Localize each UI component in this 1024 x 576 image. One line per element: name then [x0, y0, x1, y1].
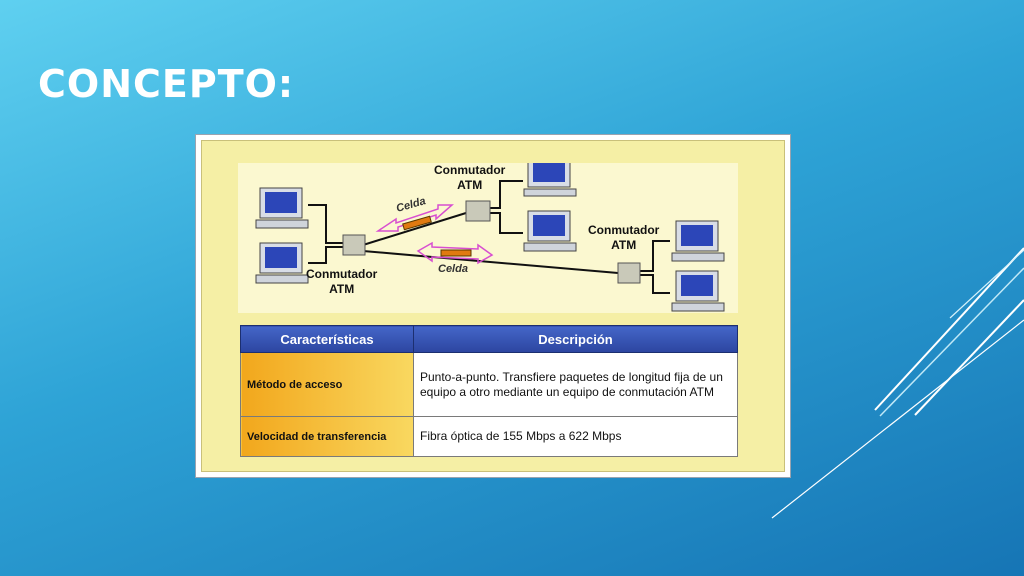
- cell-arrows: [375, 204, 494, 265]
- row-key: Velocidad de transferencia: [240, 416, 414, 457]
- computer-icon-5: [671, 220, 725, 262]
- computer-icons: [255, 163, 725, 312]
- table-header-row: Características Descripción: [240, 325, 738, 353]
- switch-right-label-line1: Conmutador: [588, 223, 660, 237]
- switch-top-label-line1: Conmutador: [434, 163, 506, 177]
- computer-icon-6: [671, 270, 725, 312]
- table-row: Método de acceso Punto-a-punto. Transfie…: [240, 352, 738, 417]
- switch-left-label-line2: ATM: [329, 282, 355, 296]
- row-key: Método de acceso: [240, 352, 414, 417]
- header-description: Descripción: [413, 325, 738, 353]
- atm-switch-icons: [342, 200, 641, 284]
- row-value: Punto-a-punto. Transfiere paquetes de lo…: [413, 352, 738, 417]
- switch-left-label: Conmutador ATM: [306, 267, 377, 297]
- row-value: Fibra óptica de 155 Mbps a 622 Mbps: [413, 416, 738, 457]
- table-row: Velocidad de transferencia Fibra óptica …: [240, 416, 738, 457]
- switch-top-label: Conmutador ATM: [434, 163, 505, 193]
- switch-top-label-line2: ATM: [457, 178, 483, 192]
- atm-network-diagram: Conmutador ATM Conmutador ATM Conmutador…: [238, 163, 738, 313]
- switch-right-label-line2: ATM: [611, 238, 637, 252]
- panel-inner: Conmutador ATM Conmutador ATM Conmutador…: [201, 140, 785, 472]
- computer-icon-1: [255, 187, 309, 229]
- diagram-panel: Conmutador ATM Conmutador ATM Conmutador…: [196, 135, 790, 477]
- slide-title: CONCEPTO:: [38, 62, 295, 106]
- characteristics-table: Características Descripción Método de ac…: [240, 325, 738, 457]
- network-lines: [255, 163, 725, 312]
- computer-icon-4: [523, 210, 577, 252]
- computer-icon-3: [523, 163, 577, 197]
- header-characteristics: Características: [240, 325, 414, 353]
- switch-left-label-line1: Conmutador: [306, 267, 378, 281]
- computer-icon-2: [255, 242, 309, 284]
- cell-lower-label: Celda: [438, 263, 468, 275]
- switch-right-label: Conmutador ATM: [588, 223, 659, 253]
